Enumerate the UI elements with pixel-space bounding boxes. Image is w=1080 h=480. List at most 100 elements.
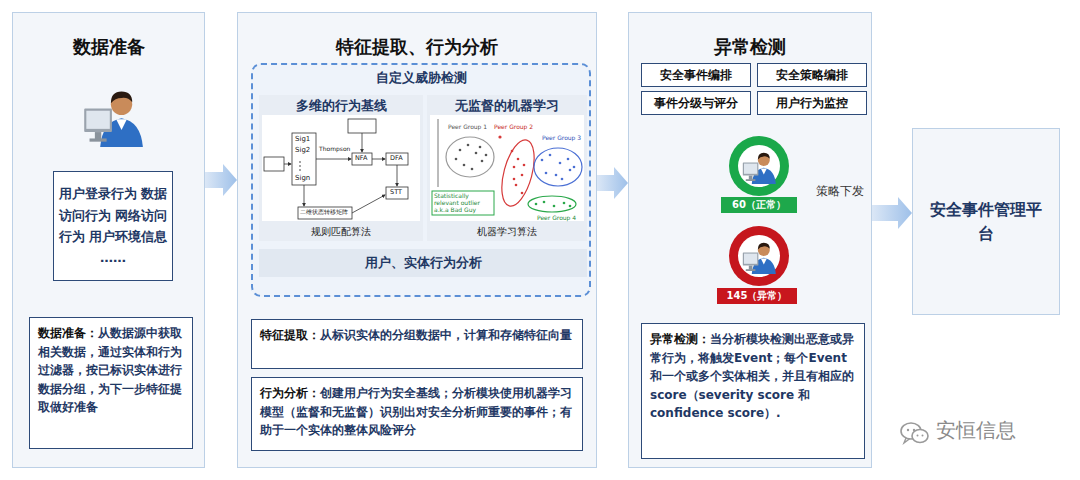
illustration-part [284, 164, 291, 165]
node-heading: 无监督的机器学习 [455, 95, 559, 115]
illustration-part [264, 157, 284, 171]
node-text: 异常检测 [629, 35, 871, 59]
illustration-part [743, 243, 776, 274]
stage-panel: 数据准备用户登录行为 数据访问行为 网络访问行为 用户环境信息 …… 数据准备：从… [12, 12, 205, 468]
node-text: 规则匹配算法 [311, 225, 371, 241]
illustration-part [513, 166, 516, 169]
score-circles [719, 133, 799, 313]
node-text: 事件分级与评分 [654, 95, 738, 112]
illustration-part [541, 159, 544, 162]
data-list-box: 用户登录行为 数据访问行为 网络访问行为 用户环境信息 …… [53, 171, 173, 281]
illustration-part [84, 92, 143, 147]
illustration-part [567, 158, 570, 161]
illustration-part [555, 174, 558, 177]
label-holder: Sign [295, 174, 310, 182]
illustration-part [262, 115, 420, 221]
label-holder: STT [390, 189, 402, 196]
illustration-part [563, 202, 566, 205]
illustration-part [738, 145, 780, 187]
user-icon [81, 83, 145, 147]
illustration-part [397, 165, 398, 186]
threat-detection-group: 自定义威胁检测 多维的行为基线规则匹配算法Sig1Sig2SignThompso… [251, 63, 591, 297]
note-box: 数据准备：从数据源中获取相关数据，通过实体和行为过滤器，按已标识实体进行数据分组… [29, 317, 193, 449]
figure-label: STT [390, 189, 402, 196]
label-holder: DFA [390, 155, 403, 162]
node-text: 机器学习算法 [477, 225, 537, 241]
illustration-part [446, 137, 494, 177]
figure-label: Sig2 [295, 146, 310, 154]
figure-label: NFA [355, 155, 367, 162]
label-holder: Sig1 [295, 135, 310, 143]
rule-flowchart [262, 115, 420, 221]
node-text: 用户行为监控 [776, 95, 848, 112]
illustration-part [743, 153, 776, 184]
label-holder: Statistically relevant outlier a.k.a Bad… [434, 193, 492, 214]
node-heading: 异常检测： [650, 332, 710, 346]
illustration-part [729, 226, 789, 286]
illustration-part [304, 185, 305, 206]
label-holder: 策略下发 [814, 183, 866, 200]
illustration-part [535, 201, 572, 208]
illustration-part [352, 195, 385, 213]
node-text: 安全事件管理平台 [925, 198, 1047, 246]
node-text: 数据准备 [13, 35, 204, 59]
flow-arrow [872, 197, 912, 229]
node-heading: 数据准备： [38, 326, 98, 340]
illustration-part [553, 205, 556, 208]
node-text: 145（异常） [727, 289, 788, 303]
figure-label: Peer Group 2 [494, 124, 533, 131]
illustration-part [352, 153, 372, 165]
label-holder: 安恒信息 [936, 419, 1016, 442]
illustration-part [479, 146, 482, 149]
figure-label: Peer Group 1 [448, 124, 487, 131]
illustration-part [534, 148, 582, 186]
label-holder: Peer Group 3 [542, 135, 581, 142]
illustration-part [913, 429, 915, 431]
stage-panel: 特征提取、行为分析自定义威胁检测 多维的行为基线规则匹配算法Sig1Sig2Si… [237, 12, 597, 468]
platform-box: 安全事件管理平台 [912, 128, 1060, 315]
node-heading: 特征提取： [260, 328, 320, 342]
note-text: 数据准备：从数据源中获取相关数据，通过实体和行为过滤器，按已标识实体进行数据分组… [38, 324, 184, 417]
illustration-part [738, 235, 780, 277]
edge-label: 策略下发 [814, 183, 866, 200]
illustration-part [298, 207, 352, 219]
illustration-part [511, 150, 514, 153]
illustration-part [549, 154, 552, 157]
stage-panel: 异常检测安全事件编排安全策略编排事件分级与评分用户行为监控60（正常）145（异… [628, 12, 872, 468]
function-tag: 事件分级与评分 [641, 91, 751, 115]
note-text: 行为分析：创建用户行为安全基线；分析模块使用机器学习模型（监督和无监督）识别出对… [260, 384, 574, 440]
label-holder: NFA [355, 155, 367, 162]
label-holder: Peer Group 4 [537, 215, 576, 222]
node-text: 从标识实体的分组数据中，计算和存储特征向量 [320, 328, 572, 342]
illustration-part [299, 165, 301, 167]
illustration-part [463, 164, 466, 167]
label-holder: 二维状态转移矩阵 [300, 209, 348, 216]
method-box: 多维的行为基线规则匹配算法Sig1Sig2SignThompsonNFADFAS… [259, 95, 423, 241]
illustration-part [729, 136, 789, 196]
illustration-part [523, 164, 526, 167]
illustration-part [904, 438, 910, 443]
illustration-part [545, 172, 548, 175]
illustration-part [438, 119, 439, 187]
label-holder: Sig2 [295, 146, 310, 154]
function-tag: 用户行为监控 [757, 91, 867, 115]
illustration-part [559, 162, 562, 165]
figure-label: Thompson [319, 146, 350, 153]
figure-label: Sign [295, 174, 310, 182]
illustration-part [316, 159, 351, 160]
illustration-part [561, 178, 564, 181]
node-text: 60（正常） [732, 198, 786, 212]
illustration-part [432, 191, 494, 215]
illustration-part [535, 203, 538, 206]
node-text: 自定义威胁检测 [253, 69, 589, 87]
label-holder: Thompson [319, 146, 350, 153]
illustration-part [521, 192, 524, 195]
illustration-part [471, 168, 474, 171]
illustration-part [467, 144, 470, 147]
label-holder: Peer Group 1 [448, 124, 487, 131]
label-holder: Peer Group 2 [494, 124, 533, 131]
node-heading: 行为分析： [260, 386, 320, 400]
flow-arrow [205, 164, 237, 196]
figure-label: DFA [390, 155, 403, 162]
